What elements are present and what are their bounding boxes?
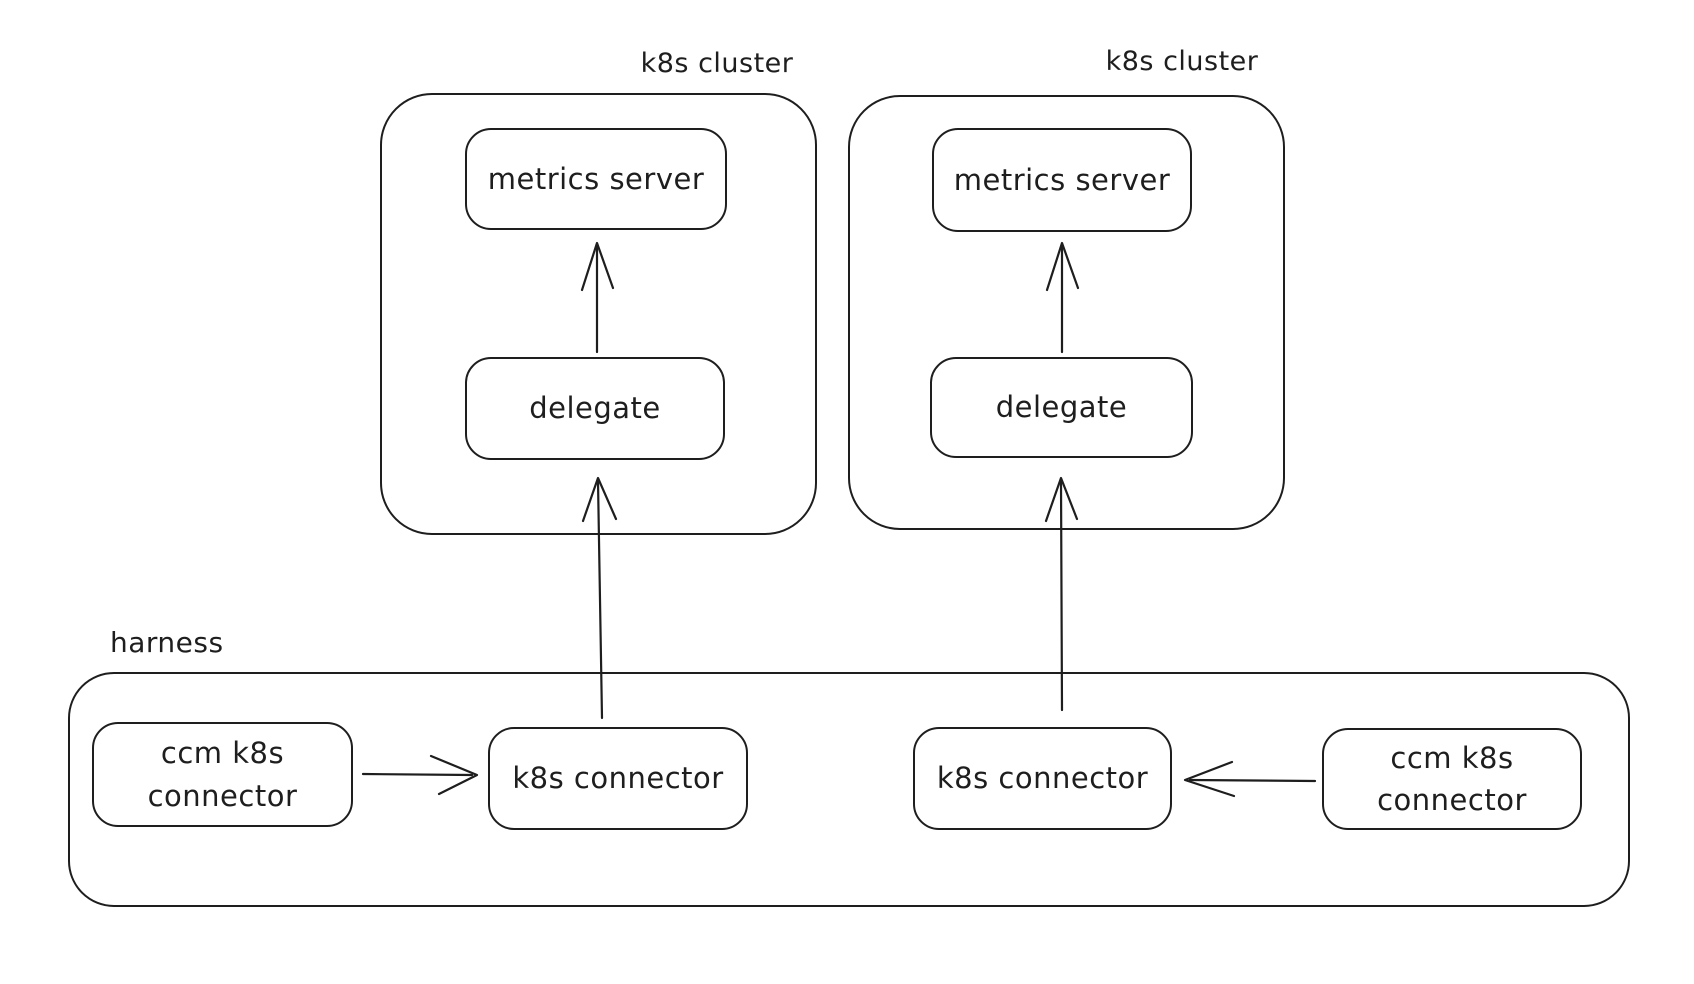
ccm-k8s-connector-label-left: ccm k8s connector <box>147 736 298 813</box>
k8s-cluster-box-right <box>848 95 1285 530</box>
harness-label: harness <box>110 626 224 659</box>
delegate-label-right: delegate <box>995 390 1128 425</box>
metrics-server-node-right: metrics server <box>932 128 1192 232</box>
cluster-label-right: k8s cluster <box>1105 46 1259 77</box>
metrics-server-label-right: metrics server <box>953 162 1171 197</box>
ccm-k8s-connector-node-right: ccm k8s connector <box>1322 728 1582 830</box>
k8s-connector-label-right: k8s connector <box>936 761 1149 796</box>
metrics-server-node-left: metrics server <box>465 128 727 230</box>
ccm-k8s-connector-node-left: ccm k8s connector <box>92 722 353 827</box>
delegate-node-right: delegate <box>930 357 1193 458</box>
delegate-label-left: delegate <box>529 391 661 426</box>
delegate-node-left: delegate <box>465 357 725 460</box>
ccm-k8s-connector-label-right: ccm k8s connector <box>1377 740 1527 817</box>
cluster-label-left: k8s cluster <box>640 48 794 79</box>
metrics-server-label-left: metrics server <box>487 161 705 196</box>
harness-box <box>68 672 1630 907</box>
k8s-connector-label-left: k8s connector <box>512 761 724 796</box>
k8s-connector-node-right: k8s connector <box>913 727 1172 830</box>
k8s-connector-node-left: k8s connector <box>488 727 748 830</box>
